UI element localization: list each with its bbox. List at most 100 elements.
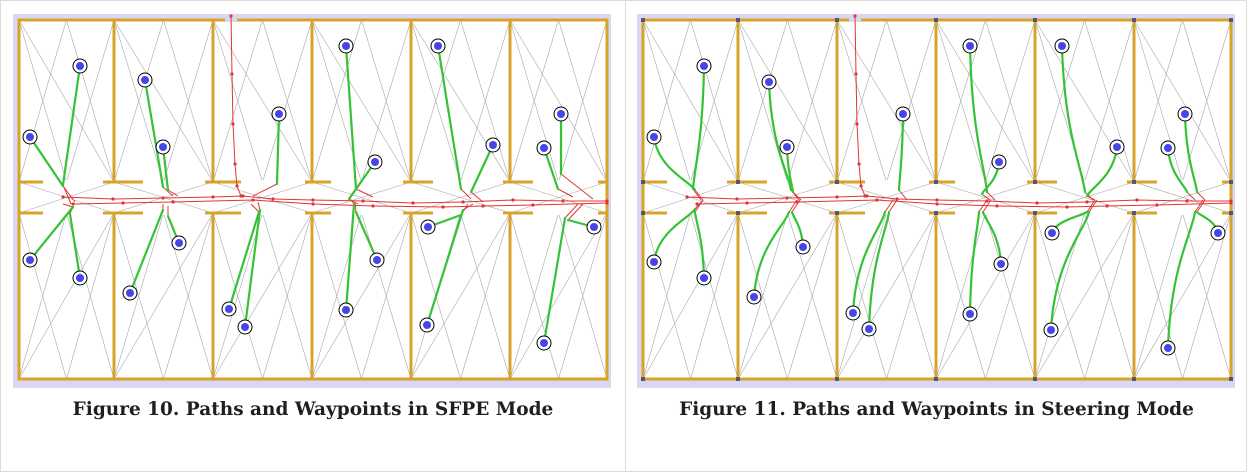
waypoint-dot bbox=[561, 199, 565, 203]
navmesh-edge bbox=[262, 212, 313, 380]
agent-dot bbox=[1113, 143, 1121, 151]
navmesh-edge bbox=[935, 212, 986, 380]
waypoint-dot bbox=[235, 184, 239, 188]
agent-dot bbox=[650, 258, 658, 266]
waypoint-dot bbox=[935, 202, 939, 206]
agent-dot bbox=[241, 323, 249, 331]
waypoint-trunk bbox=[854, 15, 866, 197]
waypoint-dot bbox=[171, 200, 175, 204]
agent-dot bbox=[342, 42, 350, 50]
navmesh-edge bbox=[737, 19, 838, 183]
wall-node bbox=[641, 18, 645, 22]
agent-path bbox=[652, 207, 697, 264]
waypoint-link bbox=[986, 191, 996, 201]
navmesh-edge bbox=[836, 212, 937, 380]
navmesh-edge bbox=[311, 181, 412, 214]
navmesh-edge bbox=[886, 19, 937, 183]
navmesh-edge bbox=[558, 19, 608, 183]
agent-path bbox=[1060, 44, 1087, 194]
waypoint-dot bbox=[511, 198, 515, 202]
navmesh-edge bbox=[642, 212, 691, 380]
navmesh-edge bbox=[886, 212, 937, 380]
agent-dot bbox=[557, 110, 565, 118]
waypoint-dot bbox=[854, 72, 858, 76]
navmesh-edge bbox=[410, 212, 511, 380]
agent-path bbox=[354, 210, 379, 262]
waypoint-link bbox=[250, 203, 260, 213]
agent-dot bbox=[995, 158, 1003, 166]
wall-node bbox=[1033, 377, 1037, 381]
navmesh-edge bbox=[935, 181, 1036, 214]
agent-path bbox=[867, 210, 891, 331]
waypoint-link bbox=[162, 186, 174, 197]
navmesh-edge bbox=[1182, 19, 1232, 183]
wall-node bbox=[1132, 18, 1136, 22]
waypoint-dot bbox=[251, 198, 255, 202]
wall-node bbox=[736, 377, 740, 381]
agent-dot bbox=[966, 310, 974, 318]
navmesh-edge bbox=[737, 212, 838, 380]
agent-path bbox=[968, 44, 989, 194]
waypoint-dot bbox=[605, 201, 609, 205]
agent-path bbox=[344, 44, 358, 191]
agent-dot bbox=[590, 223, 598, 231]
wall-node bbox=[835, 211, 839, 215]
waypoint-dot bbox=[461, 200, 465, 204]
navmesh-edge bbox=[18, 212, 115, 380]
waypoint-link bbox=[884, 199, 894, 213]
wall-node bbox=[934, 211, 938, 215]
agent-dot bbox=[126, 289, 134, 297]
agent-dot bbox=[76, 62, 84, 70]
waypoint-dot bbox=[231, 122, 235, 126]
waypoint-link bbox=[888, 199, 898, 213]
agent-path bbox=[767, 80, 793, 192]
navmesh-edge bbox=[113, 19, 164, 183]
waypoint-dot bbox=[935, 198, 939, 202]
wall-node bbox=[934, 377, 938, 381]
agent-dot bbox=[342, 306, 350, 314]
waypoint-link bbox=[978, 199, 988, 213]
waypoint-link bbox=[898, 189, 908, 201]
navmesh-edge bbox=[642, 212, 739, 380]
waypoint-link bbox=[348, 198, 359, 205]
waypoint-link bbox=[62, 203, 74, 208]
wall-node bbox=[641, 180, 645, 184]
wall-node bbox=[736, 18, 740, 22]
waypoint-dot bbox=[1035, 201, 1039, 205]
agent-dot bbox=[26, 256, 34, 264]
waypoint-dot bbox=[1185, 199, 1189, 203]
navmesh-edge bbox=[509, 181, 608, 214]
navmesh-edge bbox=[163, 212, 214, 380]
wall-node bbox=[641, 211, 645, 215]
waypoint-dot bbox=[895, 197, 899, 201]
wall-node bbox=[736, 180, 740, 184]
waypoint-dot bbox=[863, 194, 867, 198]
waypoint-link bbox=[981, 193, 991, 201]
waypoint-link bbox=[1196, 199, 1206, 213]
waypoint-dot bbox=[875, 198, 879, 202]
navmesh-edge bbox=[836, 19, 887, 183]
agent-dot bbox=[275, 110, 283, 118]
waypoint-link bbox=[792, 191, 802, 201]
agent-path bbox=[243, 208, 262, 329]
navmesh-edge bbox=[361, 212, 412, 380]
door-gaps-group bbox=[667, 180, 1222, 215]
waypoint-link bbox=[1086, 195, 1096, 201]
navmesh-edge bbox=[1182, 212, 1232, 380]
waypoint-dot bbox=[1105, 204, 1109, 208]
waypoint-link bbox=[462, 203, 474, 211]
agent-dot bbox=[1164, 144, 1172, 152]
agent-dot bbox=[997, 260, 1005, 268]
navmesh-edge bbox=[690, 212, 739, 380]
waypoint-dot bbox=[311, 198, 315, 202]
agent-dot bbox=[799, 243, 807, 251]
waypoint-link bbox=[470, 191, 484, 203]
navmesh-edge bbox=[262, 19, 313, 183]
waypoint-dot bbox=[211, 195, 215, 199]
waypoint-dot bbox=[371, 204, 375, 208]
waypoint-dot bbox=[1065, 205, 1069, 209]
wall-node bbox=[1033, 18, 1037, 22]
navmesh-edge bbox=[1133, 19, 1183, 183]
waypoint-dot bbox=[71, 202, 75, 206]
